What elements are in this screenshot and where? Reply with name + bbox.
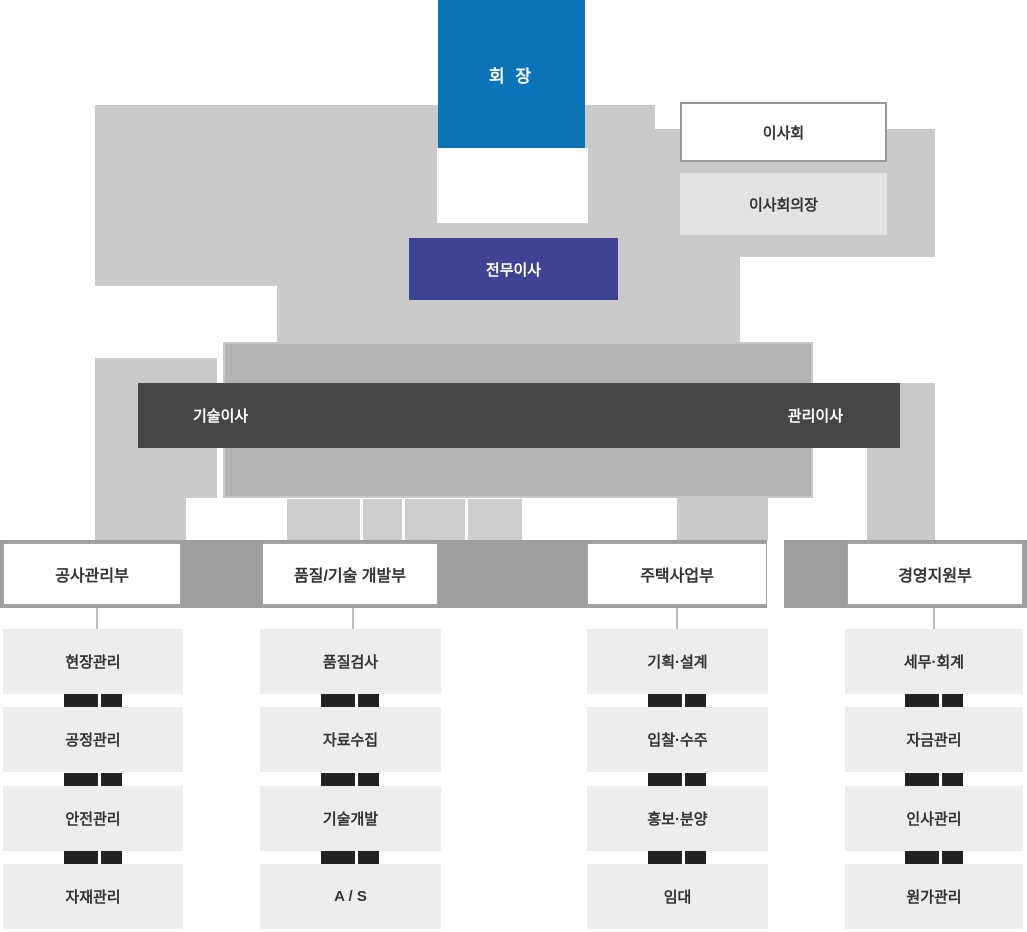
node-board-chairman: 이사회의장 <box>680 173 887 235</box>
node-dept-housing: 주택사업부 <box>587 543 767 605</box>
dept-line-management-support <box>933 608 935 629</box>
node-chairman: 회 장 <box>438 0 585 148</box>
team-connector <box>905 773 963 786</box>
node-team: 입찰·수주 <box>587 707 768 772</box>
connector-strip-3 <box>405 499 465 540</box>
team-connector <box>64 851 122 864</box>
connector-strip-4 <box>468 499 522 540</box>
connector-strip-2 <box>363 499 402 540</box>
node-team: 임대 <box>587 864 768 929</box>
team-connector <box>321 773 379 786</box>
team-connector <box>648 851 706 864</box>
node-board: 이사회 <box>680 102 887 162</box>
node-technical-director: 기술이사 <box>193 408 249 425</box>
node-team: 품질검사 <box>260 629 441 694</box>
team-connector <box>64 694 122 707</box>
team-connector <box>64 773 122 786</box>
node-team: 자금관리 <box>845 707 1023 772</box>
connector-strip-1 <box>287 499 360 540</box>
node-team: A / S <box>260 864 441 929</box>
team-connector <box>321 694 379 707</box>
team-connector <box>905 851 963 864</box>
node-dept-construction: 공사관리부 <box>3 543 181 605</box>
node-team: 자료수집 <box>260 707 441 772</box>
team-connector <box>321 851 379 864</box>
node-team: 세무·회계 <box>845 629 1023 694</box>
team-connector <box>648 773 706 786</box>
node-team: 안전관리 <box>3 786 183 851</box>
connector-shape-left-column-lower <box>95 498 186 540</box>
node-executive-director: 전무이사 <box>409 238 618 300</box>
node-team: 인사관리 <box>845 786 1023 851</box>
dept-line-housing <box>676 608 678 629</box>
node-team: 기술개발 <box>260 786 441 851</box>
directors-bar: 기술이사 관리이사 <box>138 383 900 448</box>
dept-line-quality-tech <box>352 608 354 629</box>
node-team: 원가관리 <box>845 864 1023 929</box>
node-team: 현장관리 <box>3 629 183 694</box>
team-connector <box>648 694 706 707</box>
dept-line-construction <box>96 608 98 629</box>
node-management-director: 관리이사 <box>787 408 843 425</box>
team-connector <box>905 694 963 707</box>
node-dept-quality-tech: 품질/기술 개발부 <box>262 543 438 605</box>
node-team: 자재관리 <box>3 864 183 929</box>
node-team: 공정관리 <box>3 707 183 772</box>
node-team: 기획·설계 <box>587 629 768 694</box>
node-team: 홍보·분양 <box>587 786 768 851</box>
connector-column-housing <box>677 498 768 540</box>
node-dept-management-support: 경영지원부 <box>847 543 1023 605</box>
